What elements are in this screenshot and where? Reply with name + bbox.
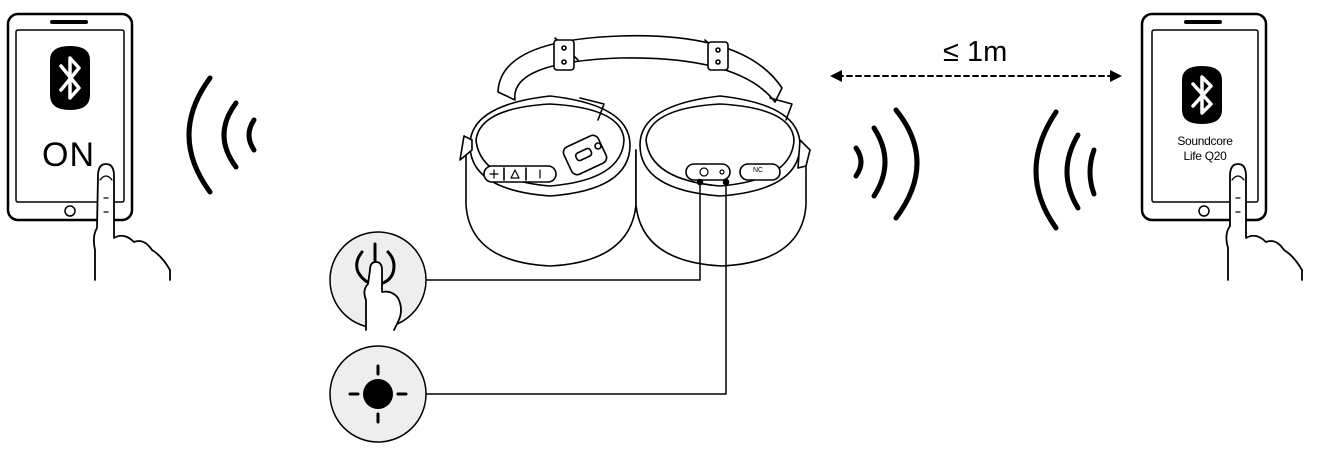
device-name-label: Soundcore Life Q20 (1160, 134, 1250, 164)
right-phone (1140, 12, 1303, 281)
nc-button-label: NC (753, 167, 764, 174)
bluetooth-icon (1182, 66, 1222, 124)
callout-connectors (425, 181, 727, 395)
device-name-line1: Soundcore (1177, 134, 1233, 148)
device-name-line2: Life Q20 (1183, 149, 1227, 163)
bluetooth-icon (50, 46, 90, 110)
power-callout (329, 231, 427, 331)
left-phone (6, 12, 171, 281)
left-signal-waves (186, 75, 257, 195)
pressing-finger (363, 261, 402, 331)
led-callout (329, 345, 427, 443)
bluetooth-status-label: ON (42, 136, 95, 174)
distance-label: ≤ 1m (943, 36, 1008, 68)
right-hand (1225, 163, 1303, 281)
headphone-signal-waves (853, 107, 920, 221)
right-signal-waves (1033, 109, 1097, 231)
left-hand (92, 163, 171, 281)
led-indicator-icon (348, 364, 408, 424)
headphones (459, 34, 811, 267)
distance-arrow (830, 70, 1122, 82)
